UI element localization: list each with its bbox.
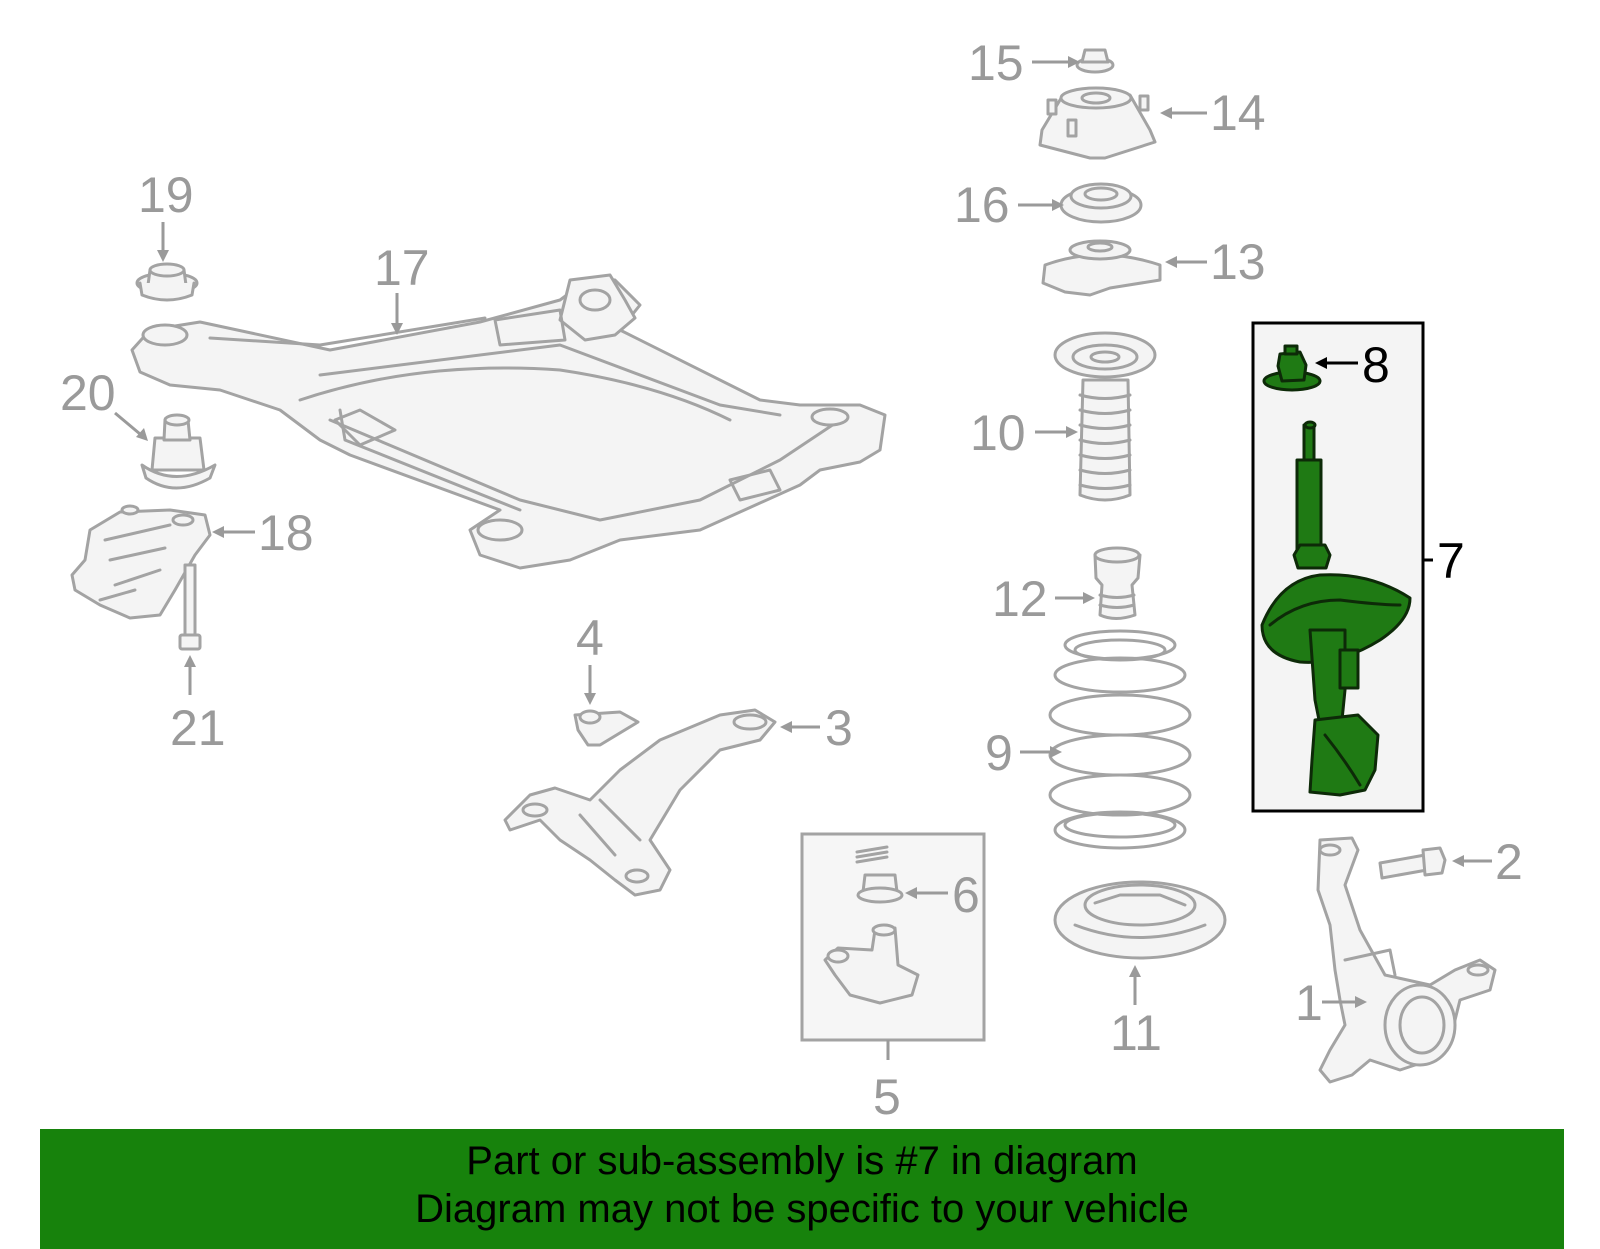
part-12-bump-stop[interactable]: [1093, 546, 1142, 620]
callout-8: 8: [1362, 337, 1390, 393]
part-16-bearing[interactable]: [1059, 182, 1143, 224]
callout-18: 18: [258, 505, 314, 561]
part-8-nut[interactable]: [1262, 344, 1322, 392]
part-4-bracket[interactable]: [573, 709, 640, 747]
part-11-spring-insulator[interactable]: [1053, 880, 1227, 960]
callout-labels: 15 14 16 13 10 12 9 11 2 1 3 4 6 5 17 19…: [60, 35, 1523, 1125]
part-14-strut-mount[interactable]: [1038, 86, 1157, 160]
part-1-steering-knuckle[interactable]: [1316, 836, 1497, 1084]
callout-13: 13: [1210, 234, 1266, 290]
part-20-bushing[interactable]: [140, 413, 217, 490]
ball-joint[interactable]: [823, 923, 920, 1005]
part-9-coil-spring[interactable]: [1048, 629, 1192, 850]
callout-10: 10: [970, 405, 1026, 461]
callout-16: 16: [954, 177, 1010, 233]
callout-6: 6: [952, 867, 980, 923]
callout-21: 21: [170, 700, 226, 756]
banner-line-2: Diagram may not be specific to your vehi…: [415, 1187, 1189, 1231]
part-7-strut[interactable]: [1260, 420, 1412, 797]
part-6-boot[interactable]: [855, 845, 904, 904]
part-21-bolt[interactable]: [178, 563, 202, 651]
callout-4: 4: [576, 610, 604, 666]
leader-arrows: [114, 56, 1492, 1060]
callout-5: 5: [873, 1069, 901, 1125]
banner-line-1: Part or sub-assembly is #7 in diagram: [466, 1139, 1138, 1183]
callout-14: 14: [1210, 85, 1266, 141]
part-19-bushing[interactable]: [135, 262, 199, 302]
part-3-control-arm[interactable]: [503, 708, 777, 897]
callout-17: 17: [374, 240, 430, 296]
callout-20: 20: [60, 365, 116, 421]
part-10-dust-boot[interactable]: [1053, 331, 1157, 502]
info-banner: Part or sub-assembly is #7 in diagram Di…: [40, 1129, 1564, 1249]
callout-15: 15: [968, 35, 1024, 91]
part-13-spring-seat[interactable]: [1041, 239, 1162, 297]
callout-2: 2: [1495, 834, 1523, 890]
callout-3: 3: [825, 700, 853, 756]
part-17-subframe[interactable]: [130, 273, 887, 570]
callout-7: 7: [1437, 533, 1465, 589]
callout-11: 11: [1110, 1005, 1162, 1061]
part-5-group[interactable]: [800, 832, 986, 1042]
part-2-bolt[interactable]: [1378, 846, 1447, 880]
callout-19: 19: [138, 167, 194, 223]
part-7-group[interactable]: [1251, 321, 1425, 813]
part-15-nut[interactable]: [1075, 48, 1115, 74]
callout-12: 12: [992, 571, 1048, 627]
callout-9: 9: [985, 725, 1013, 781]
part-18-bracket[interactable]: [70, 504, 212, 620]
callout-1: 1: [1295, 975, 1323, 1031]
